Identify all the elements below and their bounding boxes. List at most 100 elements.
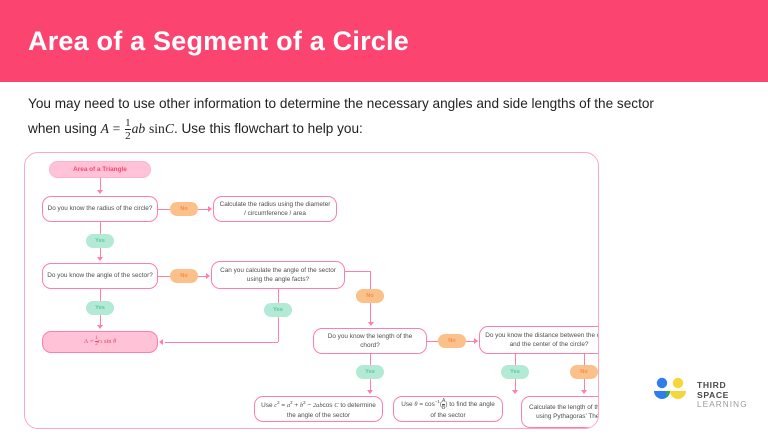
connector-angle-yes-top — [99, 289, 101, 301]
connector-distance-no-top — [583, 354, 585, 365]
flow-node-start: Area of a Triangle — [49, 161, 151, 178]
connector-distance-yes-bottom — [514, 379, 516, 392]
cosine-minus: − — [307, 402, 312, 410]
flow-label-yes-angle: Yes — [86, 301, 114, 315]
arccos-pre: Use — [401, 401, 413, 409]
flowchart: Area of a Triangle Do you know the radiu… — [25, 153, 598, 428]
connector-anglefacts-no-v2 — [370, 303, 372, 324]
flow-label-yes-chord: Yes — [356, 365, 384, 379]
connector-radius-no-right — [198, 208, 210, 210]
fraction-bar — [95, 341, 98, 342]
formula-equals: = — [112, 121, 121, 136]
connector-anglefacts-yes-to-result — [165, 341, 278, 343]
flow-label-no-chord: No — [438, 334, 466, 348]
arccos-fraction: A B — [442, 398, 446, 411]
connector-chord-no-left — [427, 340, 438, 342]
cosine-pre: Use — [261, 402, 273, 410]
flow-node-question-angle: Do you know the angle of the sector? — [42, 263, 158, 289]
intro-line-2-prefix: when using — [28, 121, 101, 136]
fraction-numerator: 1 — [125, 116, 131, 129]
result-A: A — [83, 338, 89, 346]
flow-node-answer-cosine-rule: Use c2 = a2 + b2 − 2abcos C to determine… — [254, 396, 383, 422]
flow-node-question-radius: Do you know the radius of the circle? — [42, 196, 158, 222]
connector-angle-yes-bottom — [99, 315, 101, 327]
arrowhead-down — [367, 390, 373, 394]
arccos-eq: = — [419, 401, 424, 409]
connector-chord-yes-bottom — [369, 379, 371, 392]
connector-angle-no-left — [158, 275, 170, 277]
third-space-learning-logomark-icon — [650, 376, 692, 406]
result-r: r — [97, 338, 101, 346]
brand-logo-text: THIRD SPACE LEARNING — [697, 380, 754, 410]
arrowhead-down — [367, 322, 374, 326]
intro-text: You may need to use other information to… — [28, 92, 744, 142]
flow-label-no-angle: No — [170, 269, 198, 283]
cosine-plus: + — [294, 402, 299, 410]
flow-node-answer-pythagoras: Calculate the length of the chord using … — [521, 396, 598, 428]
arccos-text: Use θ = cos−1( A B ) to find the angle o… — [401, 398, 495, 420]
result-sin: sin — [104, 338, 112, 346]
flow-node-question-angle-facts: Can you calculate the angle of the secto… — [211, 261, 345, 289]
result-equals: = — [89, 338, 94, 346]
cosine-2ab: 2ab — [312, 402, 323, 410]
result-exponent: 2 — [100, 339, 103, 345]
connector-distance-no-bottom — [583, 379, 585, 392]
connector-anglefacts-yes-bottom — [277, 317, 279, 342]
flow-node-question-chord: Do you know the length of the chord? — [313, 328, 427, 354]
intro-line-2: when using A = 1 2 ab sinC. Use this flo… — [28, 117, 744, 142]
formula-A: A — [100, 121, 109, 136]
flow-label-yes-distance: Yes — [501, 365, 529, 379]
arccos-exp: −1 — [434, 399, 440, 405]
intro-line-1: You may need to use other information to… — [28, 96, 654, 111]
cosine-c-exp: 2 — [277, 399, 280, 405]
connector-anglefacts-no-v1 — [370, 271, 372, 289]
fraction-bar — [125, 128, 131, 130]
flow-node-answer-calculate-radius: Calculate the radius using the diameter … — [213, 196, 337, 222]
cosine-a-exp: 2 — [290, 399, 293, 405]
flow-label-yes-radius: Yes — [86, 234, 114, 248]
cosine-a: a — [286, 402, 291, 410]
cosine-eq: = — [281, 402, 286, 410]
arccos-post: to find the angle of the sector — [430, 401, 495, 420]
connector-angle-no-right — [198, 275, 208, 277]
arrowhead-right — [206, 272, 210, 279]
result-theta: θ — [113, 338, 117, 346]
connector-radius-yes-bottom — [99, 248, 101, 259]
brand-name-line-2: LEARNING — [697, 400, 748, 409]
cosine-cos: cos — [322, 402, 333, 410]
flow-node-answer-arccos: Use θ = cos−1( A B ) to find the angle o… — [393, 396, 503, 422]
brand-logo: THIRD SPACE LEARNING — [650, 374, 754, 410]
flow-label-no-angle-facts: No — [356, 289, 384, 303]
connector-distance-yes-top — [514, 354, 516, 365]
arrowhead-left — [159, 338, 163, 345]
formula-fraction-half: 1 2 — [125, 116, 131, 142]
flow-label-no-radius: No — [170, 202, 198, 216]
formula-sin: sin — [148, 121, 165, 136]
arccos-theta: θ — [414, 401, 418, 409]
arrowhead-down — [97, 257, 103, 261]
cosine-b-exp: 2 — [303, 399, 306, 405]
connector-anglefacts-no-h — [345, 271, 371, 273]
cosine-text: Use c2 = a2 + b2 − 2abcos C to determine… — [259, 398, 378, 420]
flowchart-panel: Area of a Triangle Do you know the radiu… — [24, 152, 599, 429]
arrowhead-down — [97, 325, 103, 329]
connector-start-to-radius — [99, 178, 101, 192]
page-header: Area of a Segment of a Circle — [0, 0, 768, 82]
brand-name-line-1: THIRD SPACE — [697, 380, 729, 400]
flow-label-no-distance: No — [570, 365, 598, 379]
fraction-denominator: 2 — [95, 342, 98, 347]
connector-radius-no-left — [158, 208, 170, 210]
cosine-C: C — [334, 402, 339, 410]
flow-label-yes-angle-facts: Yes — [264, 303, 292, 317]
cosine-c: c — [274, 402, 278, 410]
page-title: Area of a Segment of a Circle — [28, 26, 409, 56]
formula-ab: ab — [131, 121, 146, 136]
arrowhead-down — [581, 390, 587, 394]
connector-anglefacts-yes-top — [277, 289, 279, 303]
arrowhead-down — [512, 390, 518, 394]
cosine-b: b — [299, 402, 304, 410]
fraction-numerator: A — [442, 398, 446, 405]
connector-chord-yes-top — [369, 354, 371, 365]
formula-C: C — [164, 121, 174, 136]
result-fraction-half: 1 2 — [95, 336, 98, 348]
